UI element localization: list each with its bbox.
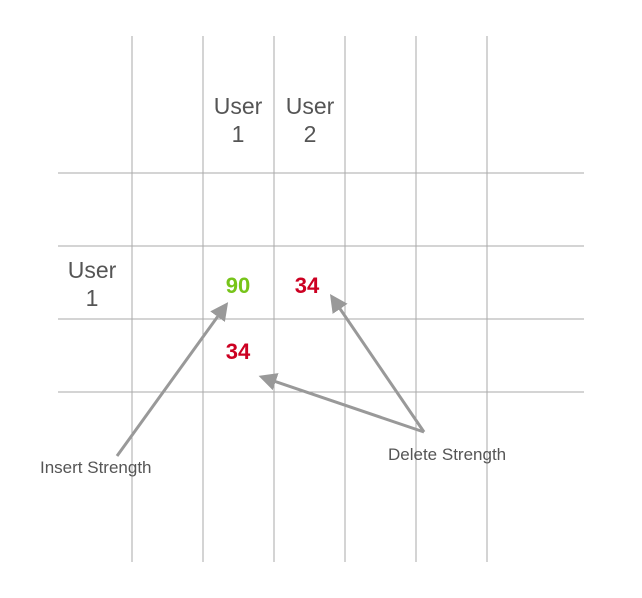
delete-strength-label: Delete Strength	[388, 445, 507, 464]
annotation-arrows	[115, 294, 426, 457]
cell-delete-strength-value-row: 34	[294, 273, 320, 298]
insert-arrow	[115, 302, 229, 457]
column-header-user-2-line2: 2	[303, 121, 317, 147]
column-header-user-1: User 1	[198, 92, 278, 148]
grid-vertical-lines	[131, 36, 488, 562]
insert-strength-label: Insert Strength	[40, 458, 152, 477]
grid-horizontal-lines	[58, 172, 584, 393]
column-header-user-1-line2: 1	[231, 121, 245, 147]
row-header-user-1-line2: 1	[85, 285, 99, 311]
column-header-user-2: User 2	[270, 92, 350, 148]
column-header-user-1-line1: User	[213, 93, 263, 119]
delete-arrow-to-row	[329, 294, 426, 433]
row-header-user-1-line1: User	[67, 257, 117, 283]
cell-insert-strength-value: 90	[225, 273, 251, 298]
cell-delete-strength-value-col: 34	[225, 339, 251, 364]
column-header-user-2-line1: User	[285, 93, 335, 119]
delete-arrow-to-col	[258, 373, 425, 434]
row-header-user-1: User 1	[52, 256, 132, 312]
